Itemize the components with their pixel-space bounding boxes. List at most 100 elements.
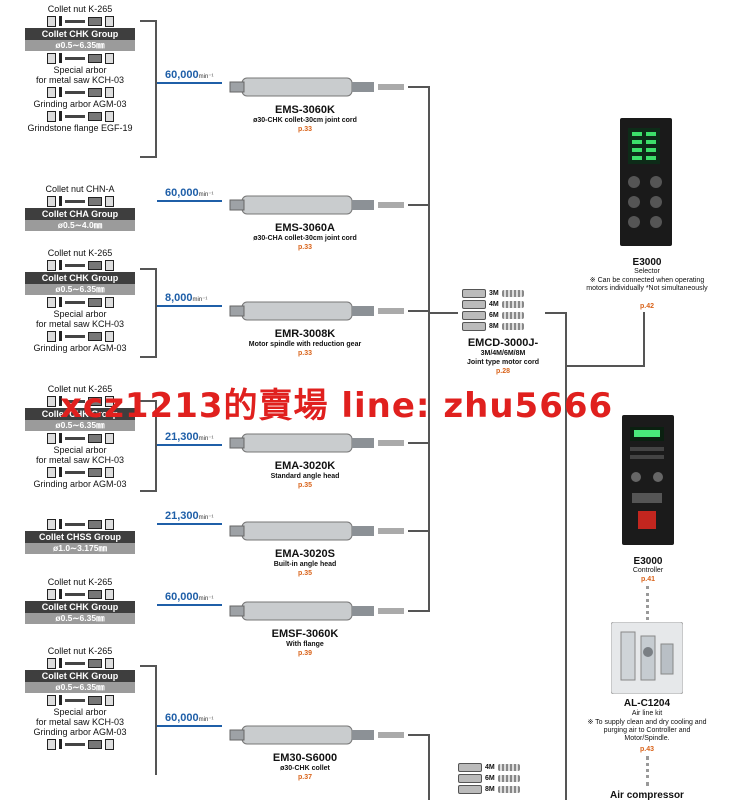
accessory-label: for metal saw KCH-03 — [35, 455, 125, 465]
cord-name: EMCD-3000J- — [467, 337, 539, 349]
cord-length-item: 8M — [462, 322, 524, 331]
part-icon — [58, 396, 62, 406]
speed-label: 21,300min⁻¹ — [165, 510, 214, 522]
part-icon — [87, 53, 102, 63]
part-illustration — [5, 110, 155, 122]
part-icon — [87, 196, 102, 206]
speed-unit: min⁻¹ — [198, 436, 214, 442]
cord-length-label: 8M — [489, 323, 499, 330]
cord-connector — [545, 312, 567, 314]
part-icon — [64, 90, 85, 94]
part-icon — [87, 111, 102, 121]
part-illustration — [5, 330, 155, 342]
part-icon — [46, 15, 56, 27]
part-icon — [58, 111, 62, 121]
motor-name: EMS-3060K — [275, 104, 335, 116]
cord-plug-icon — [497, 786, 520, 793]
part-icon — [58, 695, 62, 705]
motor-spindle-image — [229, 601, 404, 621]
bracket-line — [155, 268, 157, 358]
motor-connector — [408, 310, 430, 312]
part-icon — [87, 695, 102, 705]
accessory-label: Grindstone flange EGF-19 — [27, 123, 133, 133]
accessory-label: Grinding arbor AGM-03 — [33, 343, 127, 353]
part-icon — [58, 433, 62, 443]
part-icon — [87, 16, 102, 26]
bracket-line — [140, 268, 156, 270]
cord-plug-icon — [458, 763, 482, 772]
part-icon — [64, 698, 85, 702]
motor-spindle-image — [229, 521, 404, 541]
speed-line — [157, 200, 222, 202]
part-icon — [104, 52, 114, 64]
part-icon — [64, 592, 85, 596]
motor-desc: ø30-CHA collet-30cm joint cord — [253, 235, 357, 242]
speed-line — [157, 604, 222, 606]
speed-line — [157, 305, 222, 307]
motor-name: EMA-3020K — [274, 460, 336, 472]
controller-name: E3000 — [633, 556, 663, 567]
speed-unit: min⁻¹ — [198, 717, 214, 723]
accessory-label: Collet nut K-265 — [47, 646, 113, 656]
airkit-desc: ※ To supply clean and dry cooling and pu… — [587, 719, 707, 742]
dotted-link — [646, 756, 652, 786]
motor-connector — [408, 86, 430, 88]
collet-range-bar: ø0.5∼6.35㎜ — [25, 40, 135, 51]
part-illustration — [5, 195, 155, 207]
part-illustration — [5, 15, 155, 27]
part-icon — [104, 657, 114, 669]
speed-line — [157, 725, 222, 727]
cord-page: p.28 — [495, 368, 510, 375]
dotted-link — [646, 586, 652, 620]
bracket-line — [155, 665, 157, 775]
bracket-line — [140, 490, 156, 492]
part-icon — [87, 739, 102, 749]
accessory-label: Grinding arbor AGM-03 — [33, 479, 127, 489]
cord-lengths: 3M/4M/6M/8M — [480, 350, 526, 357]
part-icon — [64, 399, 85, 403]
motor-spindle-image — [229, 433, 404, 453]
bracket-line — [140, 20, 156, 22]
part-icon — [46, 657, 56, 669]
controller-page: p.41 — [640, 576, 655, 583]
part-icon — [104, 15, 114, 27]
speed-label: 60,000min⁻¹ — [165, 69, 214, 81]
part-icon — [58, 53, 62, 63]
part-icon — [104, 432, 114, 444]
part-icon — [46, 330, 56, 342]
motor-spindle-image — [229, 301, 404, 321]
airkit-name: AL-C1204 — [623, 698, 671, 709]
motor-connector — [408, 442, 430, 444]
part-illustration — [5, 86, 155, 98]
part-illustration — [5, 432, 155, 444]
part-icon — [104, 466, 114, 478]
bracket-line — [140, 665, 156, 667]
accessory-label: Collet nut K-265 — [47, 384, 113, 394]
accessory-label: Special arbor — [53, 309, 107, 319]
part-icon — [104, 259, 114, 271]
motor-desc: With flange — [286, 641, 324, 648]
cord-length-item: 6M — [458, 774, 520, 783]
accessory-label: Collet nut K-265 — [47, 4, 113, 14]
collet-range-bar: ø0.5∼4.0㎜ — [25, 220, 135, 231]
motor-page: p.39 — [297, 650, 312, 657]
cord-length-item: 8M — [458, 785, 520, 794]
part-icon — [87, 87, 102, 97]
trunk-branch — [428, 312, 458, 314]
collet-range-bar: ø0.5∼6.35㎜ — [25, 284, 135, 295]
accessory-label: for metal saw KCH-03 — [35, 717, 125, 727]
speed-line — [157, 523, 222, 525]
cord-length-label: 4M — [489, 301, 499, 308]
motor-name: EMR-3008K — [274, 328, 336, 340]
part-icon — [46, 738, 56, 750]
cord-length-item: 6M — [462, 311, 524, 320]
speed-value: 60,000 — [165, 591, 199, 603]
motor-desc: Standard angle head — [270, 473, 340, 480]
part-icon — [64, 300, 85, 304]
motor-connector — [408, 734, 430, 736]
part-icon — [87, 519, 102, 529]
controller-device — [622, 415, 674, 545]
part-icon — [64, 19, 85, 23]
